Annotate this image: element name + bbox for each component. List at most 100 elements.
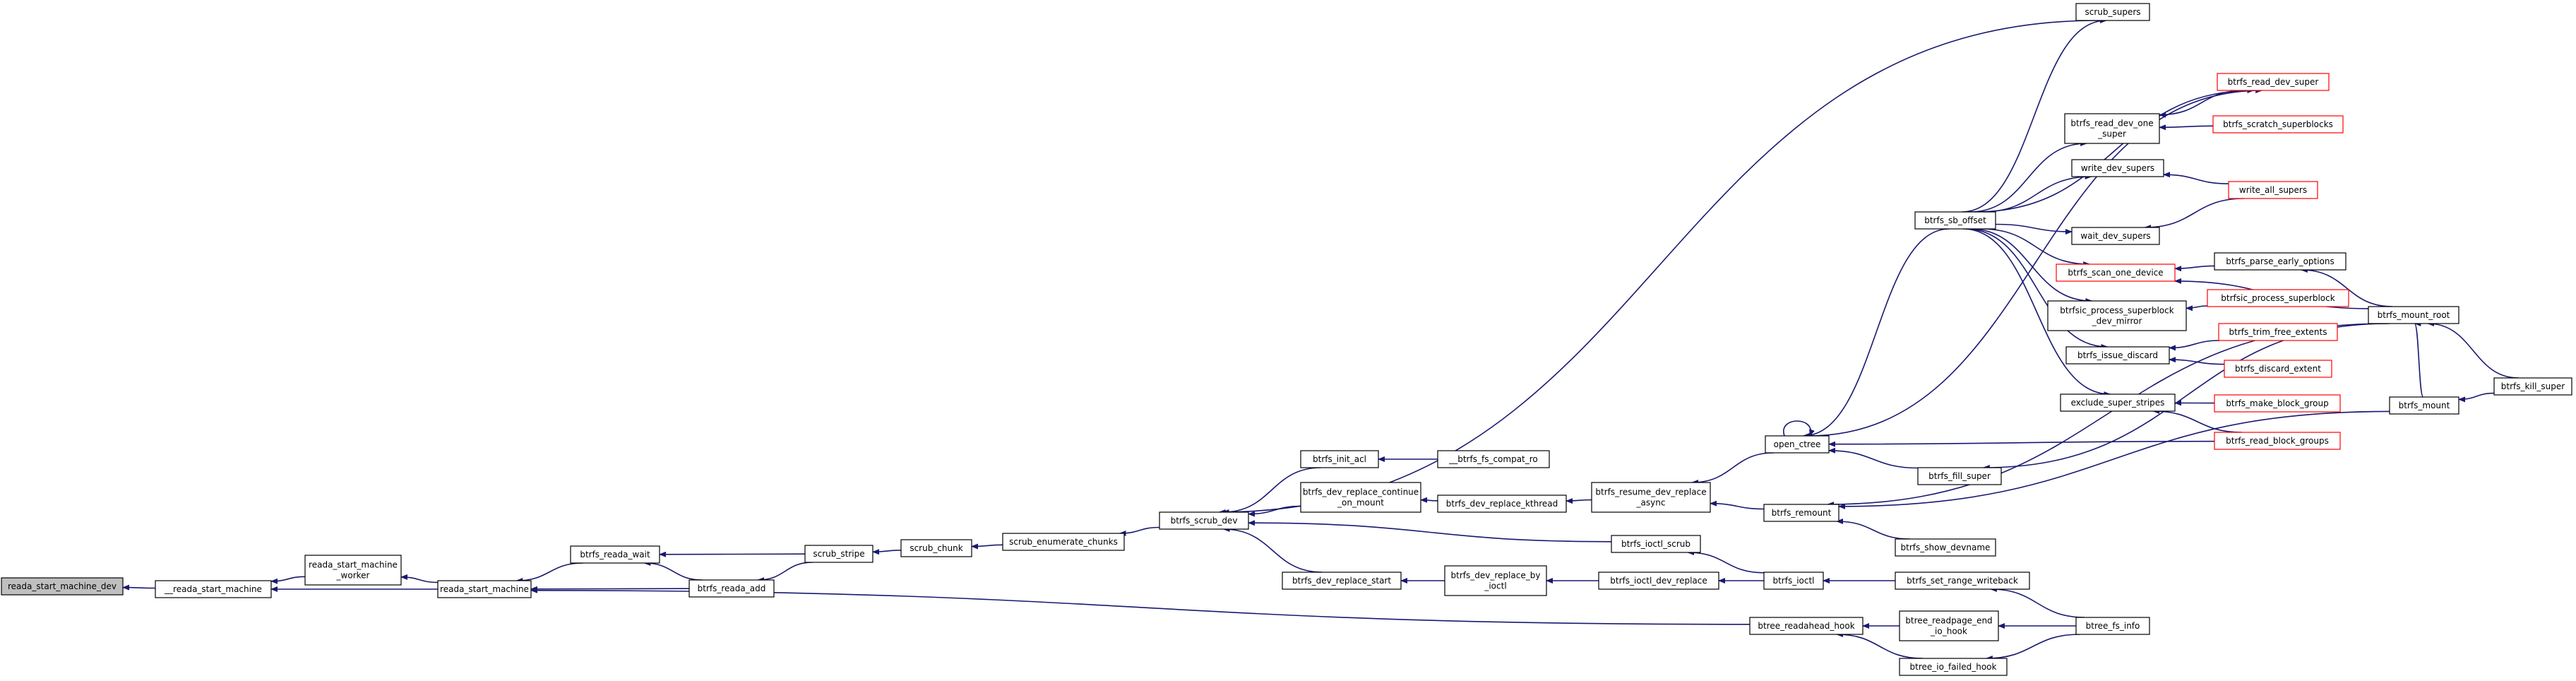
node-btree-readpage-end-io-hook[interactable]: btree_readpage_end_io_hook <box>1899 610 1999 641</box>
node-btrfsic-process-superblock[interactable]: btrfsic_process_superblock <box>2207 289 2349 307</box>
node-btrfs-dev-replace-start[interactable]: btrfs_dev_replace_start <box>1282 572 1402 590</box>
node-box <box>1300 450 1379 468</box>
node-wait-dev-supers[interactable]: wait_dev_supers <box>2071 227 2160 245</box>
node-box <box>1763 572 1824 590</box>
node-btrfs-parse-early-options[interactable]: btrfs_parse_early_options <box>2214 252 2347 271</box>
node-btrfs-ioctl-dev-replace[interactable]: btrfs_ioctl_dev_replace <box>1598 572 1719 590</box>
node-box <box>2389 396 2459 415</box>
edge-btrfs-kill-super-to-btrfs-mount-root <box>2427 321 2519 379</box>
node-btree-readahead-hook[interactable]: btree_readahead_hook <box>1749 617 1864 635</box>
node-btrfs-fill-super[interactable]: btrfs_fill_super <box>1917 467 2002 485</box>
node-box <box>1899 658 2008 676</box>
node-box <box>2207 289 2349 307</box>
node-box <box>2493 377 2572 396</box>
node-box <box>1914 211 1996 230</box>
node---btrfs-fs-compat-ro[interactable]: __btrfs_fs_compat_ro <box>1437 450 1550 468</box>
node-btrfs-kill-super[interactable]: btrfs_kill_super <box>2493 377 2572 396</box>
node-label: btrfs_dev_replace_kthread <box>1446 499 1558 509</box>
edge-btrfs-ioctl-to-btrfs-ioctl-scrub <box>1687 550 1765 574</box>
node-btrfs-dev-replace-by-ioctl[interactable]: btrfs_dev_replace_by_ioctl <box>1444 565 1547 596</box>
node-btrfs-show-devname[interactable]: btrfs_show_devname <box>1895 538 1996 557</box>
node-write-dev-supers[interactable]: write_dev_supers <box>2071 159 2164 177</box>
node-btree-fs-info[interactable]: btree_fs_info <box>2075 617 2150 635</box>
node-btrfs-dev-replace-continue-on-mount[interactable]: btrfs_dev_replace_continue_on_mount <box>1300 482 1421 513</box>
node-btrfs-ioctl-scrub[interactable]: btrfs_ioctl_scrub <box>1611 535 1701 553</box>
edge-btrfs-dev-replace-start-to-btrfs-scrub-dev <box>1222 526 1323 573</box>
node-btrfs-read-dev-one-super[interactable]: btrfs_read_dev_one_super <box>2064 113 2160 144</box>
edge-btrfs-scrub-dev-to-scrub-enumerate-chunks <box>1119 526 1160 536</box>
node-reada-start-machine-dev[interactable]: reada_start_machine_dev <box>1 577 124 596</box>
node-box <box>2368 306 2459 324</box>
node-btrfs-resume-dev-replace-async[interactable]: btrfs_resume_dev_replace_async <box>1591 482 1711 513</box>
node-reada-start-machine-worker[interactable]: reada_start_machine_worker <box>304 555 402 586</box>
edge-btrfs-fill-super-to-open-ctree <box>1828 447 1919 469</box>
node-btrfs-reada-wait[interactable]: btrfs_reada_wait <box>570 545 660 564</box>
node-label: write_all_supers <box>2239 185 2307 195</box>
node-label: reada_start_machine <box>309 560 398 570</box>
edge-btrfs-init-acl-to-btrfs-scrub-dev <box>1222 467 1321 515</box>
edge-btrfs-parse-early-options-to-btrfs-scan-one-device <box>2174 265 2215 272</box>
node-btrfs-issue-discard[interactable]: btrfs_issue_discard <box>2065 346 2170 365</box>
node-scrub-supers[interactable]: scrub_supers <box>2075 3 2150 21</box>
node-box <box>1917 467 2002 485</box>
node-btrfs-scrub-dev[interactable]: btrfs_scrub_dev <box>1159 511 1249 530</box>
node-label: exclude_super_stripes <box>2071 398 2165 408</box>
node-label: btrfs_resume_dev_replace <box>1595 487 1706 497</box>
node-btrfs-sb-offset[interactable]: btrfs_sb_offset <box>1914 211 1996 230</box>
node-btrfs-dev-replace-kthread[interactable]: btrfs_dev_replace_kthread <box>1437 495 1567 513</box>
node-btrfs-scan-one-device[interactable]: btrfs_scan_one_device <box>2056 263 2176 282</box>
node-btrfs-make-block-group[interactable]: btrfs_make_block_group <box>2214 394 2341 413</box>
node-label: btrfs_dev_replace_start <box>1292 576 1391 586</box>
node-btrfs-mount[interactable]: btrfs_mount <box>2389 396 2459 415</box>
node-reada-start-machine[interactable]: reada_start_machine <box>437 580 532 598</box>
edge-btrfs-reada-wait-to-reada-start-machine <box>515 562 583 584</box>
node-label: btrfs_scrub_dev <box>1171 516 1238 526</box>
edge-scrub-stripe-to-btrfs-reada-add <box>757 562 813 583</box>
edge-scrub-enumerate-chunks-to-scrub-chunk <box>971 543 1003 550</box>
node-label: btrfsic_process_superblock <box>2060 306 2174 316</box>
node-btrfs-scratch-superblocks[interactable]: btrfs_scratch_superblocks <box>2212 115 2344 134</box>
node-btrfs-trim-free-extents[interactable]: btrfs_trim_free_extents <box>2218 323 2338 341</box>
node-btrfs-remount[interactable]: btrfs_remount <box>1763 504 1839 522</box>
node-btrfs-ioctl[interactable]: btrfs_ioctl <box>1763 572 1824 590</box>
edge-btrfs-scratch-superblocks-to-btrfs-read-dev-one-super <box>2159 124 2214 131</box>
edge-btree-fs-info-to-btree-io-failed-hook <box>1985 634 2080 661</box>
node-label: btree_fs_info <box>2086 621 2140 631</box>
node-open-ctree[interactable]: open_ctree <box>1765 435 1830 454</box>
edge-scrub-stripe-to-btrfs-reada-wait <box>659 551 806 557</box>
node-label: btrfs_reada_add <box>698 584 766 593</box>
edge-btrfs-sb-offset-to-scrub-supers <box>1962 18 2107 213</box>
edge-btrfs-remount-to-btrfs-resume-dev-replace-async <box>1710 500 1765 510</box>
node-scrub-stripe[interactable]: scrub_stripe <box>804 545 873 563</box>
node-box <box>1437 495 1567 513</box>
node-btrfs-read-block-groups[interactable]: btrfs_read_block_groups <box>2214 432 2341 450</box>
node-btrfs-discard-extent[interactable]: btrfs_discard_extent <box>2224 360 2332 378</box>
node-btrfsic-process-superblock-dev-mirror[interactable]: btrfsic_process_superblock_dev_mirror <box>2047 300 2187 331</box>
node---reada-start-machine[interactable]: __reada_start_machine <box>155 580 272 598</box>
node-btrfs-read-dev-super[interactable]: btrfs_read_dev_super <box>2217 73 2330 91</box>
node-box <box>1765 435 1830 454</box>
node-label: btrfs_ioctl_dev_replace <box>1610 576 1707 586</box>
node-btrfs-mount-root[interactable]: btrfs_mount_root <box>2368 306 2459 324</box>
edge-btrfs-read-block-groups-to-exclude-super-stripes <box>2152 408 2242 433</box>
edge-btrfs-sb-offset-to-btrfs-read-dev-one-super <box>1969 141 2088 213</box>
node-exclude-super-stripes[interactable]: exclude_super_stripes <box>2060 393 2176 412</box>
node-label: btrfs_scan_one_device <box>2068 268 2163 278</box>
edge-btrfs-sb-offset-to-exclude-super-stripes <box>1962 228 2111 397</box>
node-btrfs-reada-add[interactable]: btrfs_reada_add <box>688 579 775 598</box>
node-btrfs-set-range-writeback[interactable]: btrfs_set_range_writeback <box>1895 572 2030 590</box>
node-btree-io-failed-hook[interactable]: btree_io_failed_hook <box>1899 658 2008 676</box>
node-write-all-supers[interactable]: write_all_supers <box>2228 181 2318 199</box>
node-label: btree_readahead_hook <box>1758 621 1854 631</box>
edge-open-ctree-to-btrfs-read-dev-super <box>1808 88 2263 437</box>
node-box <box>900 539 972 557</box>
node-label: _on_mount <box>1337 498 1384 508</box>
node-scrub-enumerate-chunks[interactable]: scrub_enumerate_chunks <box>1002 533 1125 551</box>
edge-btrfs-discard-extent-to-btrfs-issue-discard <box>2169 357 2225 365</box>
node-btrfs-init-acl[interactable]: btrfs_init_acl <box>1300 450 1379 468</box>
node-scrub-chunk[interactable]: scrub_chunk <box>900 539 972 557</box>
edge-write-all-supers-to-write-dev-supers <box>2163 172 2229 184</box>
node-label: btrfs_fill_super <box>1928 471 1991 481</box>
node-label: btrfs_ioctl_scrub <box>1621 539 1690 549</box>
